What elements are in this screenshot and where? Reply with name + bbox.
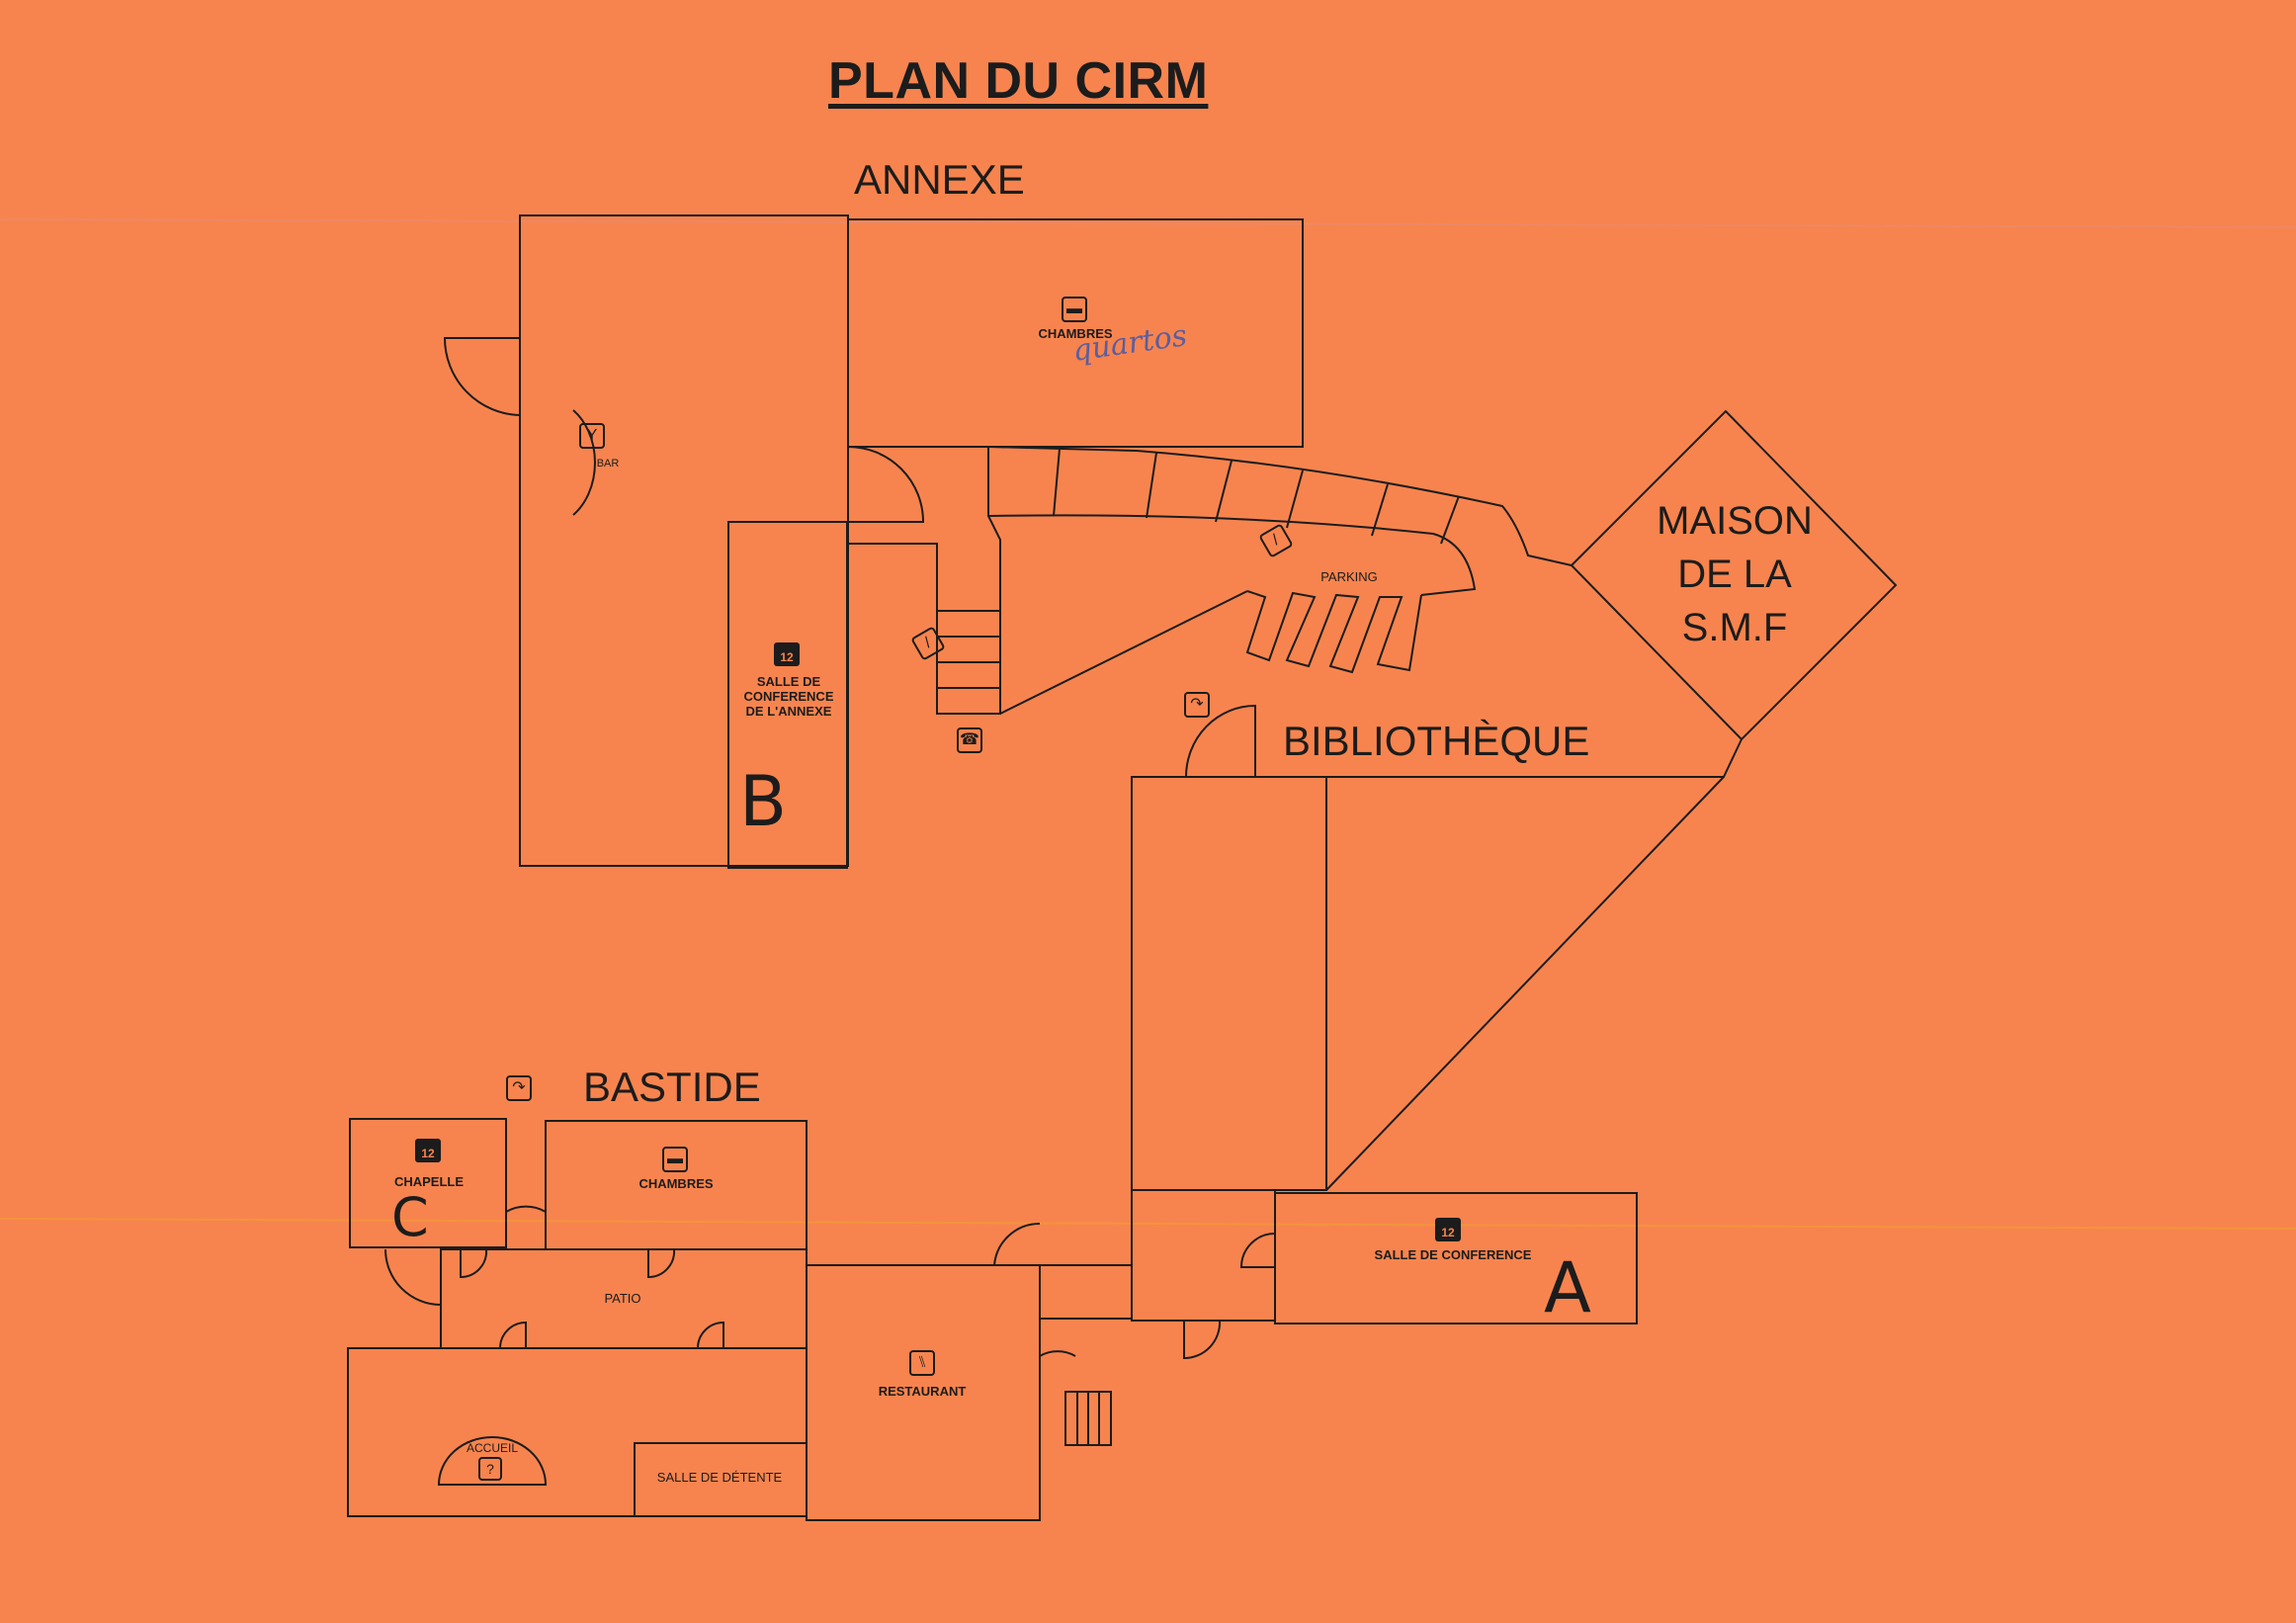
map-title: PLAN DU CIRM: [828, 52, 1209, 110]
bed-icon: ▬: [1062, 297, 1087, 322]
door-icon: ↷: [1184, 692, 1210, 718]
chapelle-label: CHAPELLE: [393, 1174, 465, 1189]
chambres-bastide-label: CHAMBRES: [638, 1176, 714, 1191]
door-arc: [647, 1248, 676, 1279]
annexe-conference-room: [727, 521, 848, 869]
annexe-label: ANNEXE: [854, 156, 1025, 203]
conference-a-room: [1274, 1192, 1638, 1324]
patio-label: PATIO: [604, 1291, 641, 1306]
paper-fold-line: [0, 218, 2296, 228]
salle-detente-label: SALLE DE DÉTENTE: [656, 1470, 783, 1485]
chambres-annexe-label: CHAMBRES: [1038, 326, 1113, 341]
maison-line-1: MAISON: [1657, 499, 1813, 543]
annexe-chambres-block: [847, 218, 1304, 448]
annexe-main-block: [519, 214, 849, 867]
info-icon: ?: [478, 1457, 502, 1481]
handwritten-letter-c: C: [391, 1186, 429, 1248]
parking-inner-curve: [987, 514, 1477, 596]
door-arc: [697, 1321, 724, 1349]
salle-annexe-line-3: DE L'ANNEXE: [745, 704, 832, 719]
door-arc: [1185, 704, 1256, 778]
stair-wall: [848, 447, 1001, 715]
accueil-desk: [437, 1436, 548, 1486]
bastide-label: BASTIDE: [583, 1064, 761, 1110]
salle-annexe-line-1: SALLE DE: [756, 674, 821, 689]
bibliotheque-diagonal: [1325, 776, 1725, 1191]
door-arc: [1039, 1319, 1076, 1358]
bastide-lower-block: [347, 1347, 808, 1517]
restaurant-label: RESTAURANT: [878, 1384, 967, 1399]
door-arc: [499, 1321, 527, 1349]
paper-fold-line: [0, 1218, 2296, 1230]
salle-annexe-label: SALLE DE CONFERENCE DE L'ANNEXE: [733, 674, 844, 719]
door-arc: [1239, 1233, 1276, 1268]
door-arc: [505, 1205, 547, 1247]
bar-counter: [572, 409, 596, 516]
maison-line-2: DE LA: [1677, 553, 1792, 596]
bibliotheque-block: [1131, 776, 1327, 1191]
maison-smf-outline: [1570, 409, 1898, 741]
door-arc: [443, 337, 521, 416]
accueil-label: ACCUEIL: [466, 1441, 518, 1455]
parking-space: [1371, 483, 1389, 537]
salle-annexe-line-2: CONFERENCE: [743, 689, 834, 704]
maison-smf-label: MAISON DE LA S.M.F: [1591, 494, 1878, 654]
chapelle-block: [349, 1118, 507, 1248]
door-arc: [992, 1222, 1041, 1266]
parking-space: [1440, 495, 1460, 545]
restaurant-block: [806, 1264, 1041, 1521]
phone-icon: ☎: [957, 727, 982, 753]
bibliotheque-label: BIBLIOTHÈQUE: [1283, 718, 1590, 764]
parking-outer-curve: [987, 446, 1573, 566]
path-line: [999, 590, 1248, 715]
parking-space: [1215, 460, 1233, 523]
handwritten-letter-a: A: [1544, 1247, 1591, 1328]
parking-space: [1146, 452, 1157, 519]
parking-lower-row: [1245, 590, 1422, 674]
conference-capacity-icon: 12: [1435, 1218, 1461, 1241]
cutlery-icon: ⑊: [909, 1350, 935, 1376]
parking-space: [1286, 470, 1304, 529]
salle-conference-label: SALLE DE CONFERENCE: [1374, 1247, 1532, 1262]
door-arc: [1183, 1320, 1222, 1360]
door-arc: [847, 446, 925, 523]
door-icon: ↷: [506, 1075, 532, 1101]
door-arc: [460, 1248, 488, 1279]
conference-capacity-icon: 12: [774, 642, 800, 666]
conference-capacity-icon: 12: [415, 1139, 441, 1162]
parking-space: [1053, 448, 1061, 517]
parking-label: PARKING: [1320, 569, 1378, 584]
bed-icon: ▬: [662, 1147, 688, 1172]
door-arc: [384, 1248, 442, 1307]
conference-a-lobby: [1131, 1189, 1276, 1322]
handwritten-letter-b: B: [739, 761, 788, 842]
cocktail-icon: Y: [579, 423, 605, 449]
maison-line-3: S.M.F: [1681, 606, 1788, 649]
bar-label: BAR: [596, 458, 620, 470]
